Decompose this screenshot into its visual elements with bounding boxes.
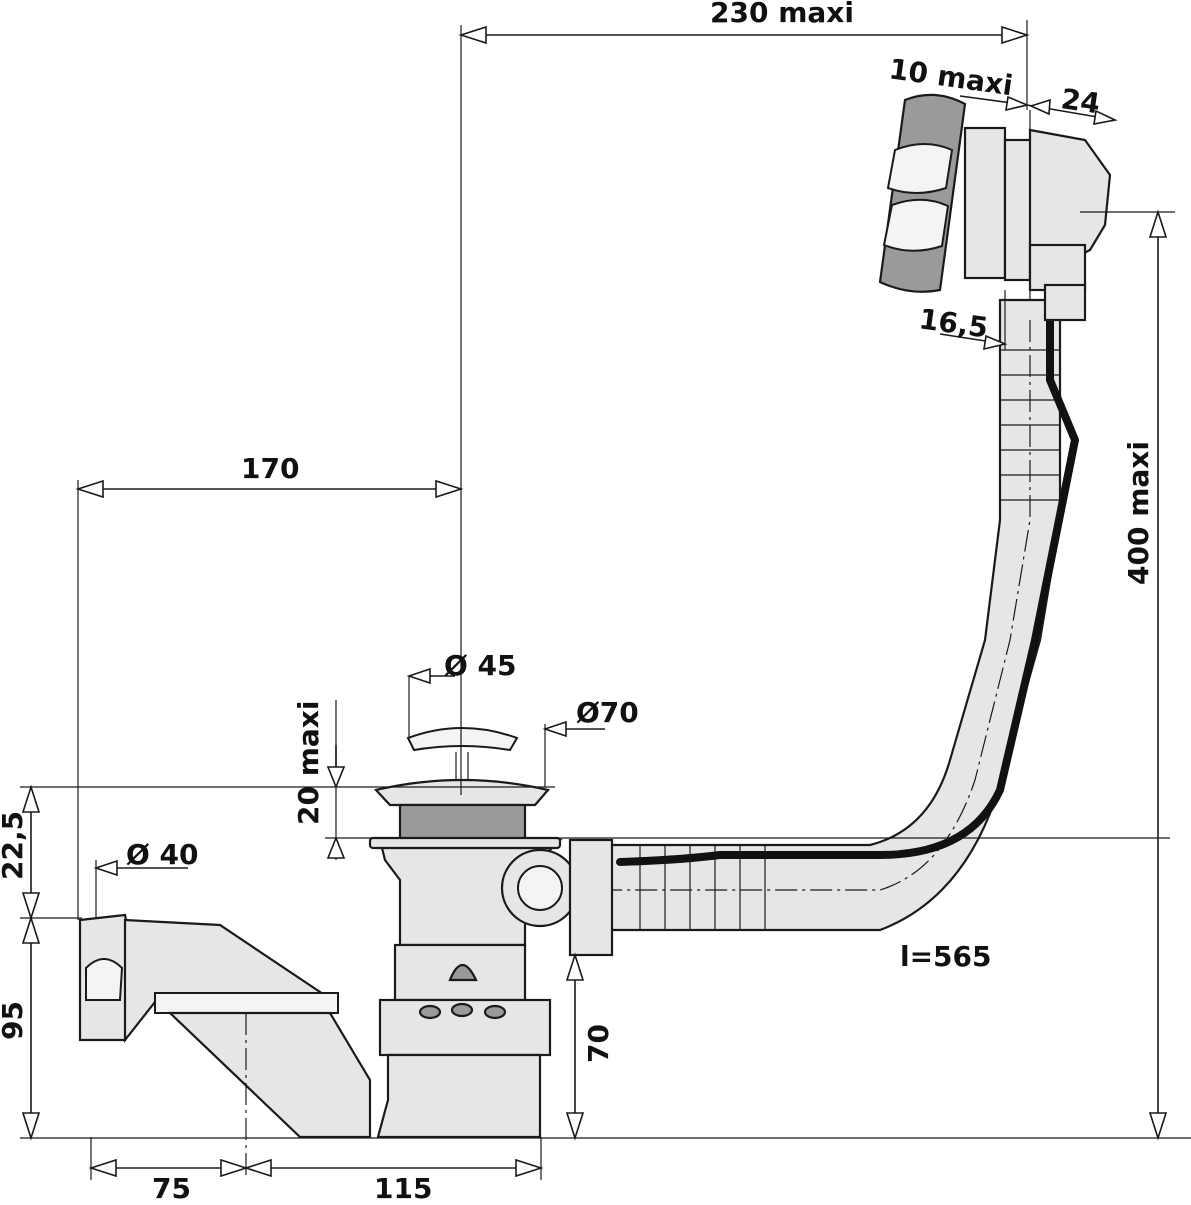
outlet-pipe bbox=[78, 913, 372, 1139]
label-170: 170 bbox=[241, 452, 299, 485]
label-diameter-40: Ø 40 bbox=[126, 838, 199, 871]
label-95: 95 bbox=[0, 1001, 29, 1040]
label-400-maxi: 400 maxi bbox=[1122, 441, 1155, 585]
label-20-maxi: 20 maxi bbox=[292, 701, 325, 825]
dimension-lines bbox=[20, 20, 1191, 1180]
label-22-5: 22,5 bbox=[0, 811, 29, 880]
dimension-labels: 230 maxi 10 maxi 24 16,5 400 maxi 170 Ø … bbox=[0, 0, 1155, 1205]
label-diameter-45: Ø 45 bbox=[444, 649, 517, 682]
drain-plug bbox=[368, 727, 562, 850]
label-diameter-70: Ø70 bbox=[576, 696, 639, 729]
overflow-handle bbox=[878, 93, 1112, 322]
waste-body bbox=[376, 838, 614, 1139]
label-70: 70 bbox=[582, 1024, 615, 1063]
label-115: 115 bbox=[374, 1172, 432, 1200]
label-cable-length: l=565 bbox=[900, 940, 992, 973]
label-10-maxi: 10 maxi bbox=[887, 52, 1015, 102]
label-230-maxi: 230 maxi bbox=[710, 0, 854, 29]
label-16-5: 16,5 bbox=[917, 302, 990, 344]
bowden-cable bbox=[616, 306, 1079, 866]
label-24: 24 bbox=[1059, 82, 1102, 120]
label-75: 75 bbox=[152, 1172, 191, 1200]
overflow-pipe bbox=[560, 298, 1062, 932]
